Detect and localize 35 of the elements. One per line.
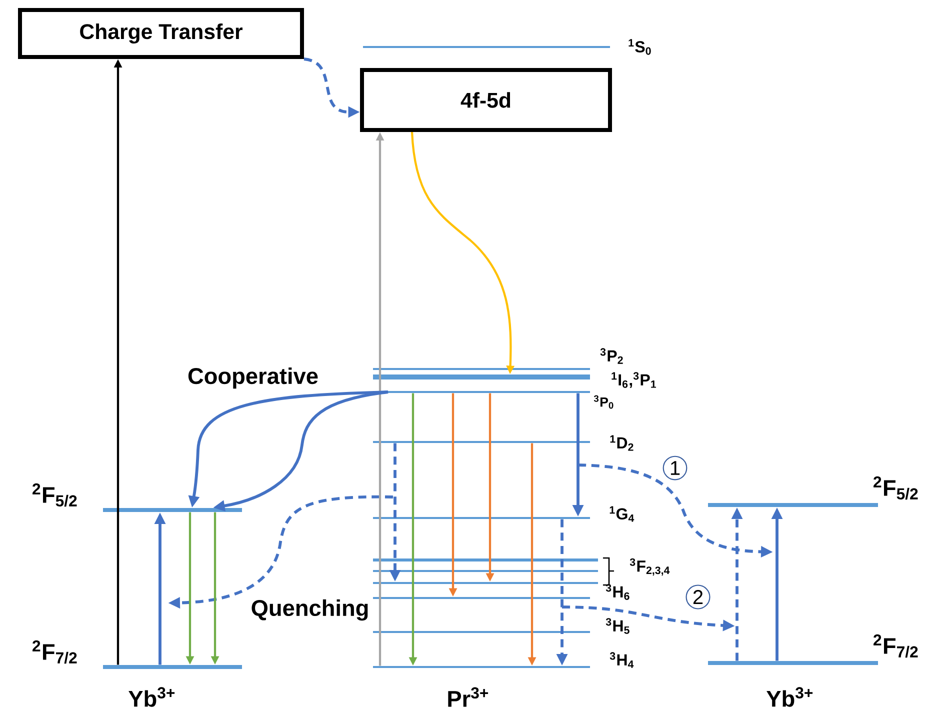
node-label: $^{3}$P$_{0}$ [594,395,614,409]
energy-level: $^{3}$P$_{0}$ [373,391,614,409]
node-label: $^{3}$P$_{2}$ [600,348,623,364]
energy-level: $^{3}$H$_{5}$ [373,618,630,634]
energy-level: $^{2}$F$_{7/2}$ [32,640,242,669]
node-label: $^{1}$G$_{4}$ [610,506,634,522]
energy-level: $^{2}$F$_{5/2}$ [32,483,242,512]
state-box: Charge Transfer [18,8,304,59]
ion-label: Yb$^{3+}$ [764,686,816,708]
level-label: $^{3}$F$_{2,3,4}$ [628,557,672,577]
state-box: 4f-5d [360,68,612,132]
energy-level: $^{3}$H$_{4}$ [373,652,634,668]
plain-label: Cooperative [186,366,320,390]
node-label: $^{2}$F$_{5/2}$ [32,483,77,507]
node-label: $^{3}$H$_{4}$ [610,652,634,668]
callout-number: 2 [686,584,710,610]
callout-number: 1 [662,456,688,480]
node-label: $^{3}$H$_{5}$ [606,618,630,634]
energy-level: $^{1}$G$_{4}$ [373,506,634,522]
energy-level: $^{1}$D$_{2}$ [373,435,634,451]
energy-level: $^{2}$F$_{7/2}$ [708,634,918,665]
plain-label: Quenching [249,598,371,622]
energy-level: $^{2}$F$_{5/2}$ [708,476,918,507]
energy-level [373,558,598,562]
energy-level: $^{1}$S$_{0}$ [363,39,651,55]
node-label: $^{2}$F$_{7/2}$ [32,640,77,664]
energy-level: $^{3}$P$_{2}$ [373,348,623,370]
node-label: $^{1}$I$_{6}$,$^{3}$P$_{1}$ [612,372,656,388]
node-label: $^{1}$D$_{2}$ [610,435,634,451]
node-label: $^{1}$S$_{0}$ [628,39,651,55]
node-label: $^{2}$F$_{7/2}$ [874,634,918,658]
energy-level: $^{1}$I$_{6}$,$^{3}$P$_{1}$ [373,372,656,388]
ion-label: Yb$^{3+}$ [126,686,178,708]
node-label: $^{2}$F$_{5/2}$ [874,476,918,500]
ion-label: Pr$^{3+}$ [445,686,491,708]
